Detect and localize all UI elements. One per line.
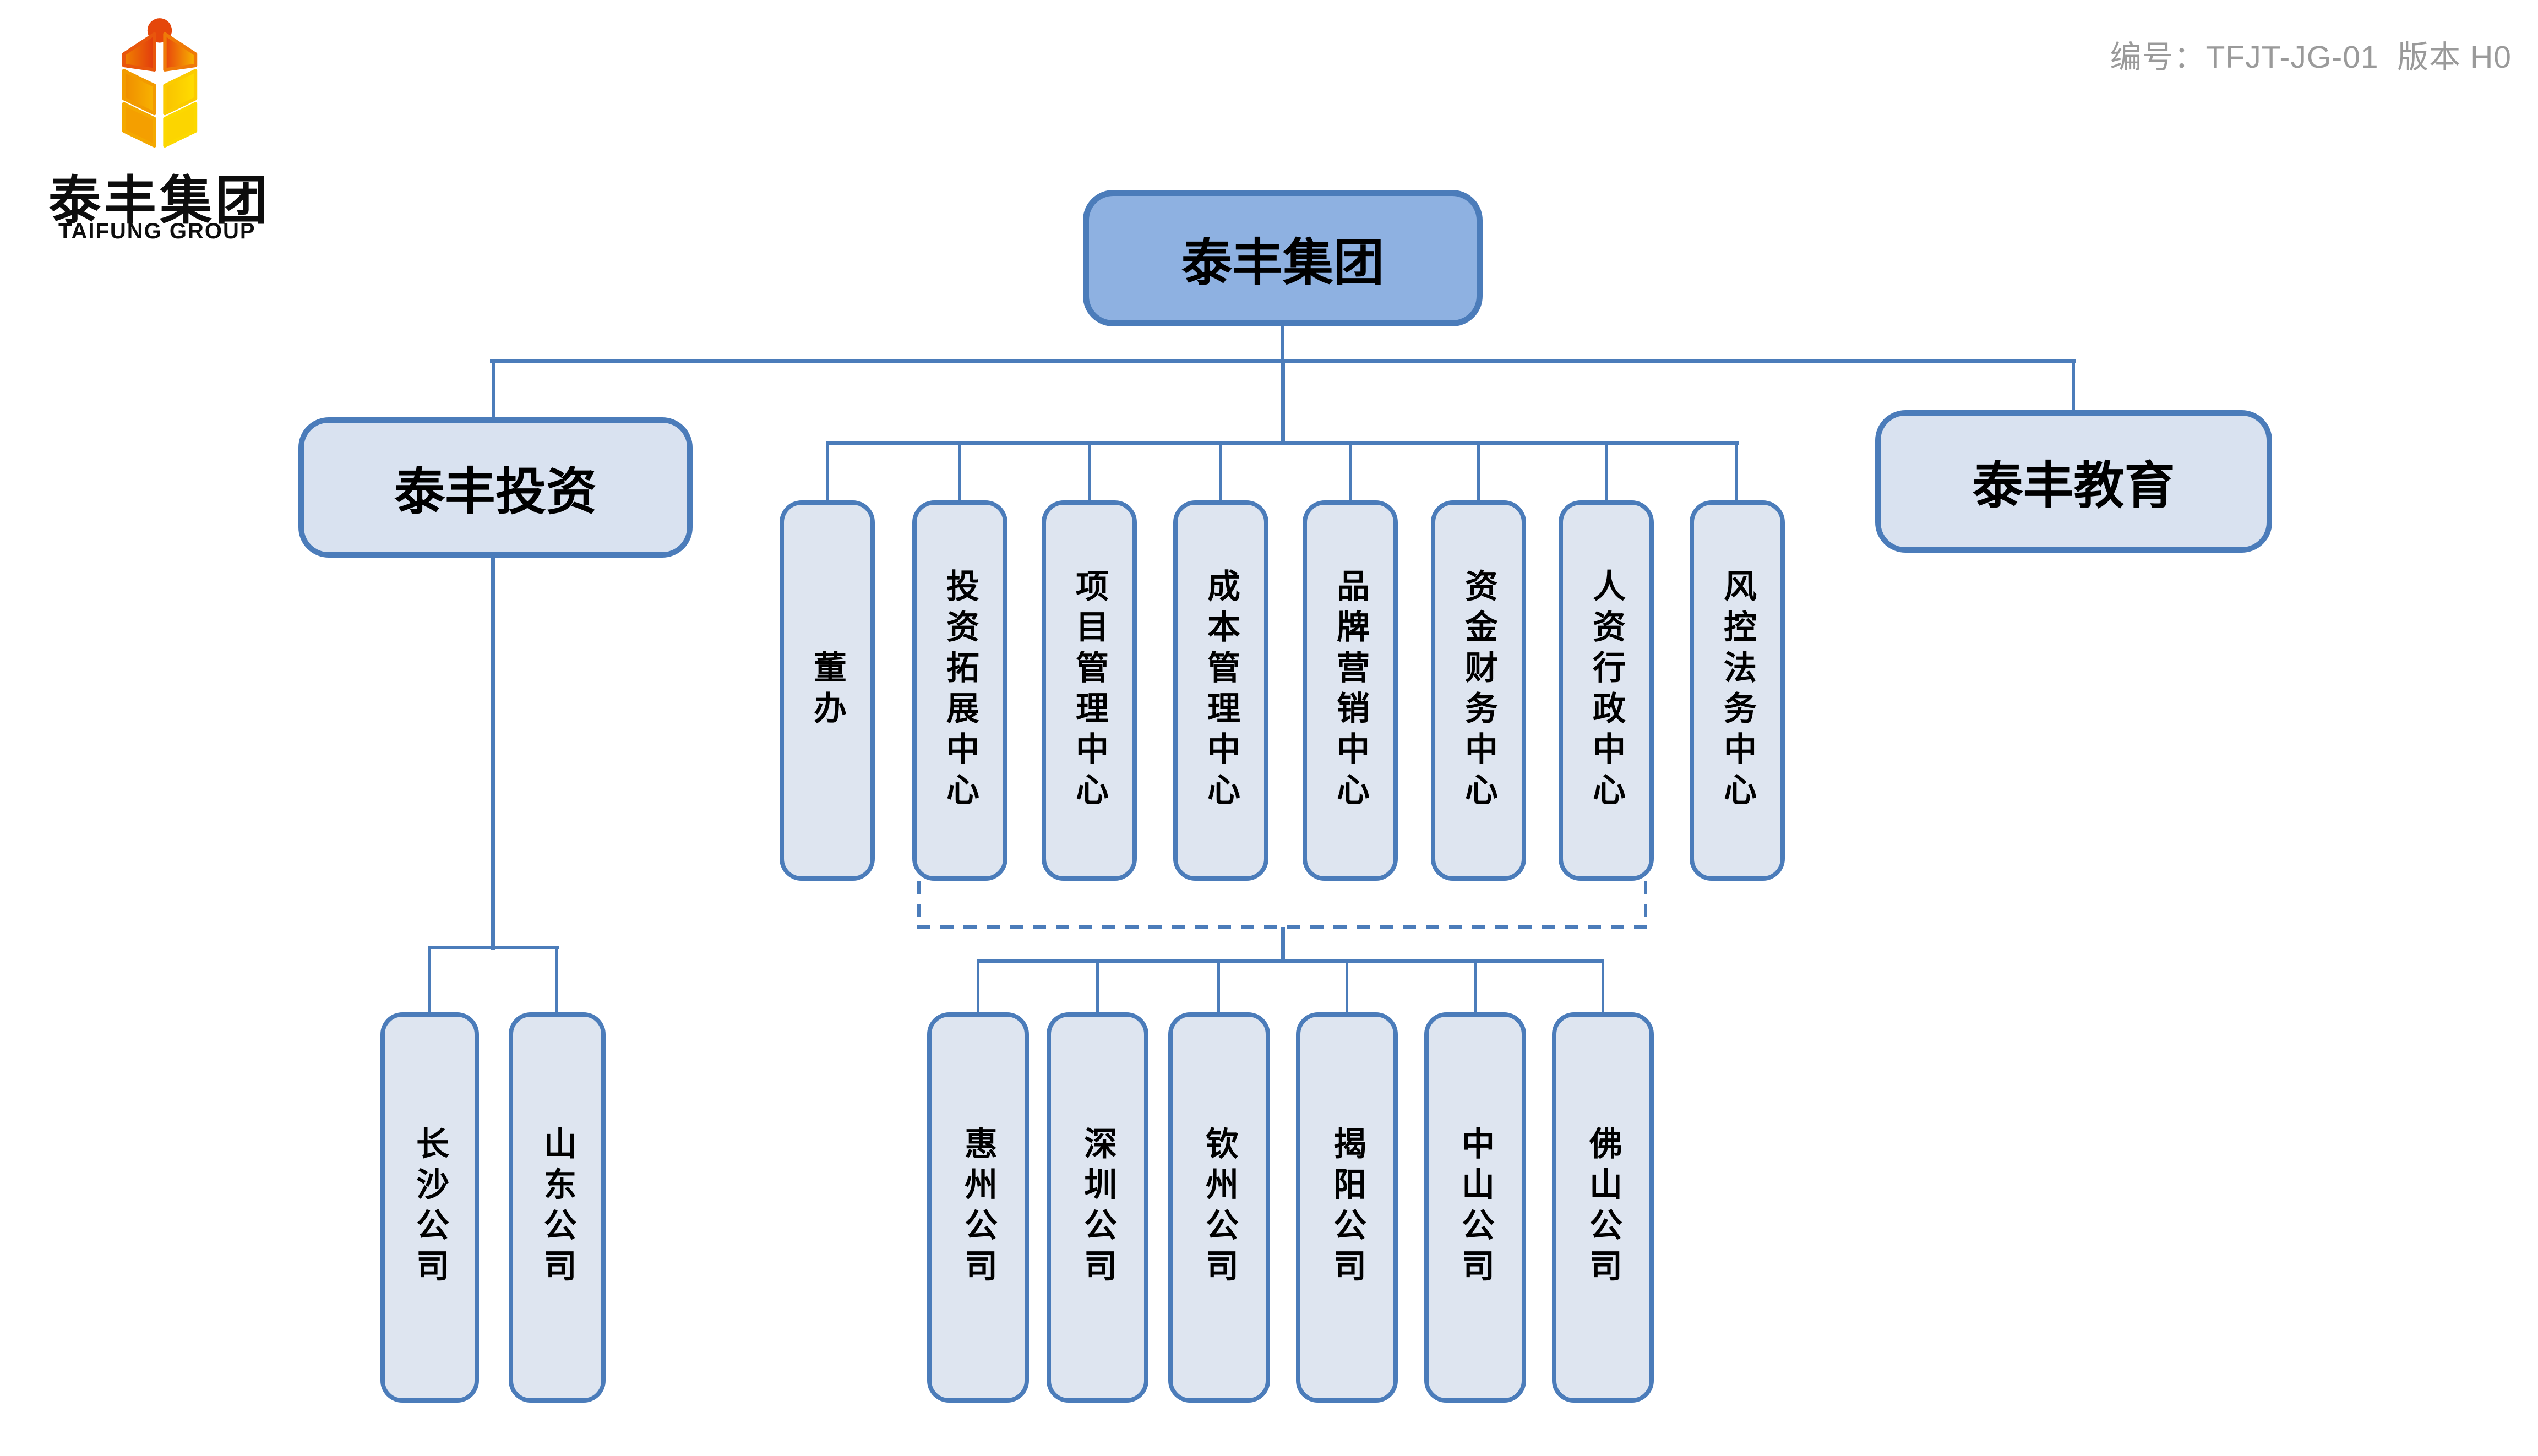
connector-regional-drop: [977, 959, 979, 1015]
org-node-label: 成本管理中心: [1202, 568, 1240, 813]
org-node-label: 深圳公司: [1079, 1126, 1116, 1289]
org-node-label: 风控法务中心: [1719, 568, 1756, 813]
connector-regional-drop: [1474, 959, 1477, 1015]
connector-invest-trunk: [491, 557, 495, 950]
org-node-dept: 品牌营销中心: [1303, 500, 1398, 881]
org-node-dept: 人资行政中心: [1559, 500, 1654, 881]
connector-invest-drop: [492, 359, 495, 419]
connector-regional-drop: [1602, 959, 1604, 1015]
org-node-label: 项目管理中心: [1071, 568, 1108, 813]
org-node-label: 长沙公司: [411, 1126, 449, 1289]
org-node-dept: 资金财务中心: [1431, 500, 1526, 881]
org-node-label: 揭阳公司: [1328, 1126, 1366, 1289]
logo-company-name-cn: 泰丰集团: [48, 172, 271, 230]
connector-dept-drop: [1605, 441, 1608, 503]
company-logo-icon: [122, 18, 198, 148]
connector-regional-hline: [978, 959, 1604, 963]
org-node-dept: 风控法务中心: [1690, 500, 1785, 881]
connector-dept-drop: [958, 441, 961, 503]
org-node-label: 泰丰投资: [394, 464, 597, 520]
org-node-label: 人资行政中心: [1588, 568, 1625, 813]
org-node-label: 董办: [809, 650, 846, 732]
org-node-dept: 项目管理中心: [1042, 500, 1137, 881]
dashed-connector-right: [1644, 881, 1647, 929]
org-node-root: 泰丰集团: [1083, 190, 1483, 326]
doc-number-label: 编号：TFJT-JG-01 版本 H0: [2110, 40, 2512, 75]
org-node-label: 泰丰教育: [1972, 458, 2175, 514]
org-node-company-huizhou: 惠州公司: [927, 1012, 1029, 1403]
connector-dept-hline: [826, 441, 1739, 445]
connector-regional-drop: [1096, 959, 1099, 1015]
connector-edu-drop: [2072, 359, 2075, 412]
org-node-label: 资金财务中心: [1460, 568, 1497, 813]
connector-dept-drop: [1219, 441, 1222, 503]
connector-regional-trunk: [1281, 927, 1285, 963]
org-node-label: 惠州公司: [960, 1126, 997, 1289]
connector-dept-drop: [826, 441, 829, 503]
dashed-connector-left: [917, 881, 921, 929]
connector-regional-drop: [1346, 959, 1348, 1015]
dashed-connector-hline: [917, 925, 1647, 929]
connector-invest-hline: [428, 946, 559, 949]
org-node-dept: 投资拓展中心: [912, 500, 1007, 881]
org-node-label: 品牌营销中心: [1332, 568, 1369, 813]
org-node-label: 佛山公司: [1584, 1126, 1622, 1289]
org-node-company-changsha: 长沙公司: [380, 1012, 479, 1403]
connector-root-drop2: [1281, 359, 1285, 445]
org-node-label: 中山公司: [1457, 1126, 1494, 1289]
org-node-company-zhongshan: 中山公司: [1424, 1012, 1526, 1403]
connector-invest-co-drop: [428, 946, 431, 1015]
org-node-label: 山东公司: [539, 1126, 576, 1289]
org-node-company-jieyang: 揭阳公司: [1296, 1012, 1398, 1403]
connector-root-drop: [1281, 325, 1284, 362]
org-node-company-shandong: 山东公司: [509, 1012, 606, 1403]
org-node-label: 投资拓展中心: [941, 568, 979, 813]
connector-regional-drop: [1217, 959, 1220, 1015]
org-node-company-foshan: 佛山公司: [1552, 1012, 1654, 1403]
connector-dept-drop: [1477, 441, 1480, 503]
org-node-label: 钦州公司: [1201, 1126, 1238, 1289]
connector-invest-co-drop: [555, 946, 558, 1015]
org-node-dept: 成本管理中心: [1173, 500, 1268, 881]
org-node-branch-invest: 泰丰投资: [298, 417, 693, 558]
connector-dept-drop: [1349, 441, 1352, 503]
logo-company-name-en: TAIFUNG GROUP: [58, 219, 256, 243]
org-node-label: 泰丰集团: [1181, 235, 1384, 291]
connector-dept-drop: [1735, 441, 1738, 503]
org-node-dept: 董办: [780, 500, 875, 881]
connector-dept-drop: [1088, 441, 1091, 503]
org-node-company-qinzhou: 钦州公司: [1168, 1012, 1270, 1403]
org-node-company-shenzhen: 深圳公司: [1047, 1012, 1148, 1403]
org-node-branch-edu: 泰丰教育: [1875, 410, 2272, 553]
